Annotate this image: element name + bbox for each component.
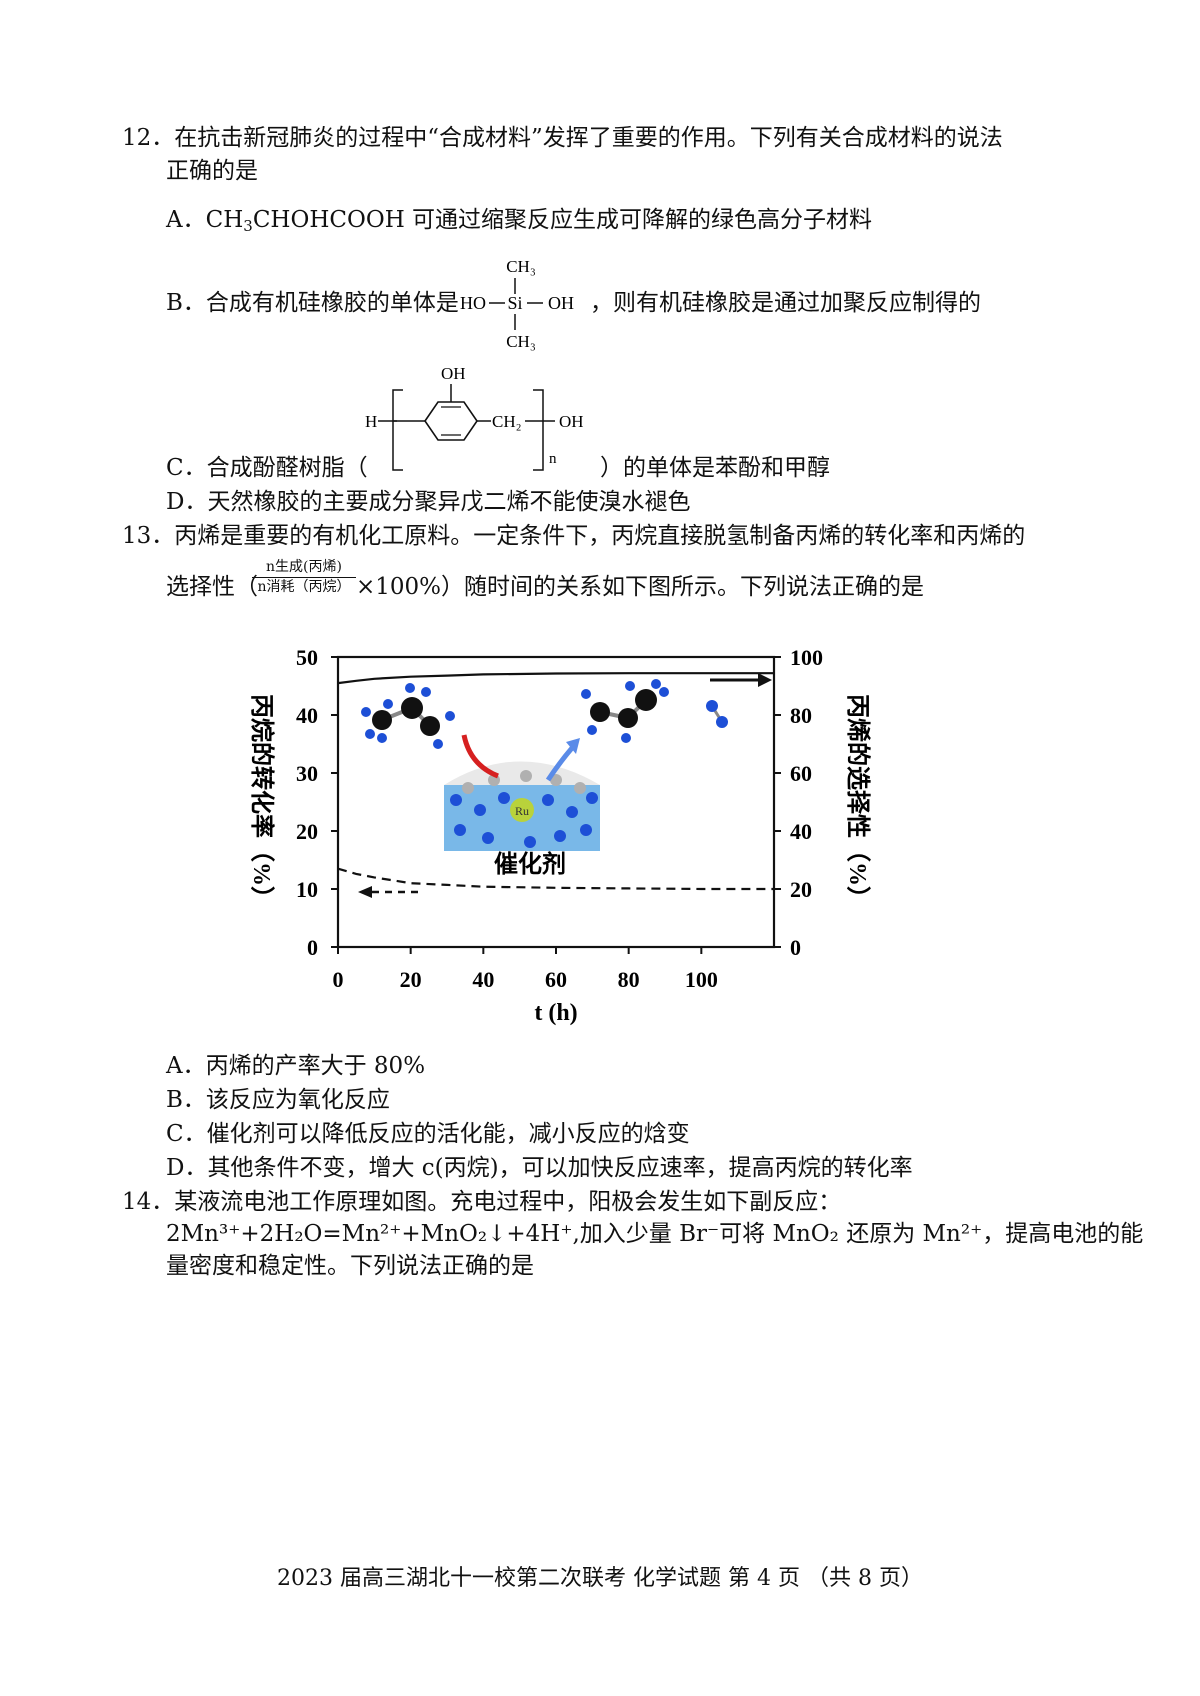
q14-line2: 2Mn³⁺+2H₂O=Mn²⁺+MnO₂↓+4H⁺,加入少量 Br⁻可将 MnO… — [166, 1221, 1144, 1247]
x-tick-label: 60 — [545, 967, 567, 992]
structure-si: Si — [507, 293, 522, 313]
structure-ch3-bottom: CH₃ — [506, 332, 536, 351]
q13-option-d: D．其他条件不变，增大 c(丙烷)，可以加快反应速率，提高丙烷的转化率 — [166, 1155, 913, 1181]
x-tick-label: 0 — [333, 967, 344, 992]
right-axis-arrow — [710, 673, 772, 687]
q12-option-c-pre: C．合成酚醛树脂（ — [166, 455, 368, 481]
x-axis-title: t (h) — [534, 1000, 577, 1026]
page-footer: 2023 届高三湖北十一校第二次联考 化学试题 第 4 页 （共 8 页） — [277, 1566, 923, 1591]
q13-stem-line1: 13．丙烯是重要的有机化工原料。一定条件下，丙烷直接脱氢制备丙烯的转化率和丙烯的 — [122, 523, 1026, 549]
q12-option-c-post: ）的单体是苯酚和甲醇 — [600, 455, 830, 481]
q14-line1: 14．某液流电池工作原理如图。充电过程中，阳极会发生如下副反应： — [122, 1189, 842, 1215]
q12-option-d: D．天然橡胶的主要成分聚异戊二烯不能使溴水褪色 — [166, 489, 691, 515]
left-axis-title: 丙烷的转化率（%） — [248, 694, 276, 910]
structure-ch3-top: CH₃ — [506, 257, 536, 276]
y-left-tick-label: 50 — [296, 645, 318, 670]
selectivity-fraction: n生成(丙烯) n消耗（丙烷） — [252, 558, 356, 596]
q13-option-c: C．催化剂可以降低反应的活化能，减小反应的焓变 — [166, 1121, 690, 1147]
resin-oh-right: OH — [559, 412, 584, 431]
hydrogen-molecule — [706, 700, 728, 728]
resin-h: H — [365, 412, 377, 431]
phenolic-resin-structure: H OH CH₂ OH n — [365, 364, 584, 471]
q12-stem-line2: 正确的是 — [166, 158, 258, 184]
x-tick-label: 40 — [472, 967, 494, 992]
resin-n: n — [549, 451, 557, 467]
catalyst-label: 催化剂 — [494, 850, 566, 878]
q14-line3: 量密度和稳定性。下列说法正确的是 — [166, 1253, 534, 1279]
conversion-line — [337, 867, 774, 891]
x-tick-label: 80 — [618, 967, 640, 992]
y-right-tick-label: 40 — [790, 819, 812, 844]
x-tick-label: 100 — [685, 967, 718, 992]
y-right-tick-label: 0 — [790, 935, 801, 960]
y-right-tick-label: 100 — [790, 645, 823, 670]
q13-sel-pre: 选择性（ — [166, 574, 258, 600]
resin-ch2: CH₂ — [492, 412, 522, 431]
y-left-tick-label: 20 — [296, 819, 318, 844]
q12-option-a: A．CH3CHOHCOOH 可通过缩聚反应生成可降解的绿色高分子材料 — [166, 207, 873, 235]
silanediol-structure: CH₃ HO Si OH CH₃ — [460, 257, 574, 351]
y-right-tick-label: 60 — [790, 761, 812, 786]
propylene-molecule — [581, 679, 669, 743]
fraction-numerator: n生成(丙烯) — [252, 558, 356, 579]
structure-ho: HO — [460, 293, 486, 313]
right-axis-title: 丙烯的选择性（%） — [844, 694, 872, 910]
y-left-tick-label: 10 — [296, 877, 318, 902]
y-right-tick-label: 20 — [790, 877, 812, 902]
y-left-tick-label: 30 — [296, 761, 318, 786]
y-right-tick-label: 80 — [790, 703, 812, 728]
left-axis-arrow — [358, 886, 420, 898]
y-left-tick-label: 0 — [307, 935, 318, 960]
fraction-denominator: n消耗（丙烷） — [257, 579, 351, 596]
q12-stem-line1: 12．在抗击新冠肺炎的过程中“合成材料”发挥了重要的作用。下列有关合成材料的说法 — [122, 125, 1003, 151]
q13-sel-post: ×100%）随时间的关系如下图所示。下列说法正确的是 — [356, 574, 925, 600]
q13-option-b: B．该反应为氧化反应 — [166, 1087, 390, 1113]
conversion-selectivity-chart: Ru 催化剂 — [248, 645, 872, 1026]
catalyst-illustration: Ru 催化剂 — [444, 734, 600, 878]
q13-option-a: A．丙烯的产率大于 80% — [166, 1053, 426, 1079]
y-left-tick-label: 40 — [296, 703, 318, 728]
x-tick-label: 20 — [400, 967, 422, 992]
resin-oh-top: OH — [441, 364, 466, 383]
catalyst-atom-label: Ru — [515, 804, 529, 818]
q12-option-b-pre: B．合成有机硅橡胶的单体是 — [166, 290, 459, 316]
propane-molecule — [361, 683, 455, 749]
structure-oh: OH — [548, 293, 574, 313]
q12-option-b-post: ，则有机硅橡胶是通过加聚反应制得的 — [590, 290, 981, 316]
selectivity-line — [337, 672, 774, 685]
